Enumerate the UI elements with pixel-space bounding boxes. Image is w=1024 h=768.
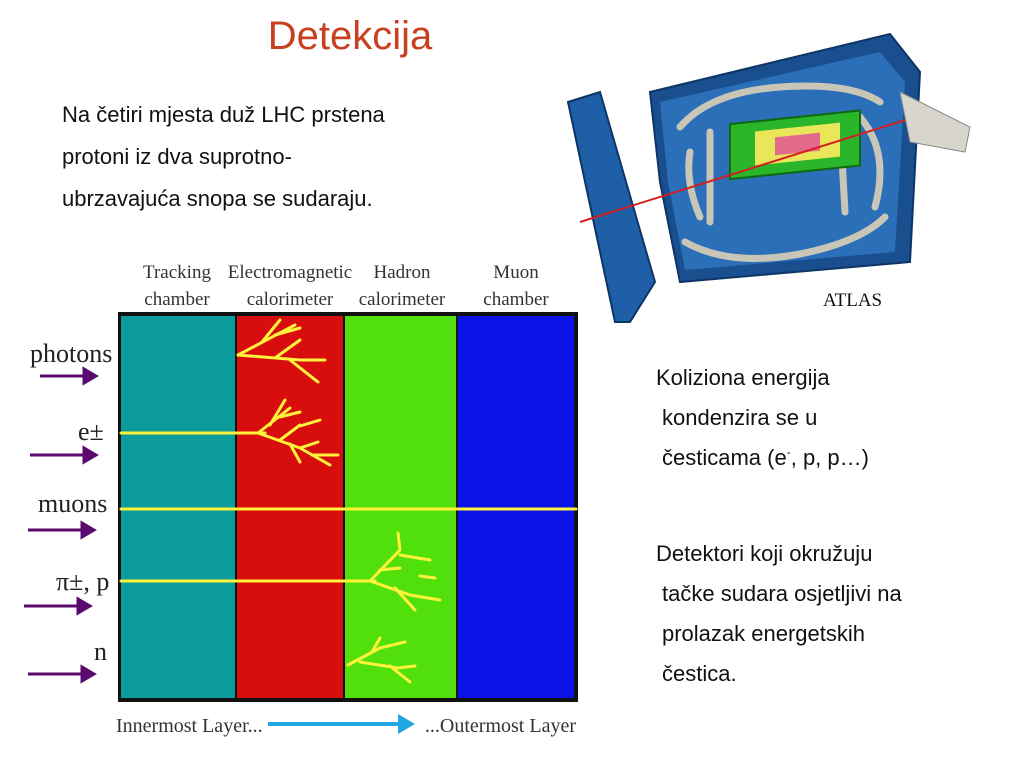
paragraph-text: , p, p…) <box>790 445 869 470</box>
innermost-layer-label: Innermost Layer... <box>116 715 263 737</box>
em-calorimeter-band <box>237 316 343 698</box>
muon-chamber-band <box>458 316 574 698</box>
hadron-calorimeter-band <box>345 316 456 698</box>
layer-header: calorimeter <box>247 289 334 310</box>
layer-header: Muon <box>493 262 539 283</box>
outermost-layer-label: ...Outermost Layer <box>425 715 576 737</box>
paragraph-line: kondenzira se u <box>662 405 818 430</box>
direction-arrow <box>268 714 415 734</box>
detectors-paragraph: Detektori koji okružuju tačke sudara osj… <box>656 534 902 694</box>
intro-line: Na četiri mjesta duž LHC prstena <box>62 102 385 127</box>
intro-line: ubrzavajuća snopa se sudaraju. <box>62 186 373 211</box>
paragraph-line: Koliziona energija <box>656 365 830 390</box>
collision-energy-paragraph: Koliziona energija kondenzira se u česti… <box>656 358 869 481</box>
layer-header: Electromagnetic <box>228 262 353 283</box>
particle-label: photons <box>30 339 112 368</box>
layer-header: Hadron <box>374 262 431 283</box>
particle-label: π±, p <box>56 567 109 596</box>
superscript-minus: - <box>786 445 791 459</box>
slide-title: Detekcija <box>267 14 433 58</box>
paragraph-line: čestica. <box>662 661 737 686</box>
intro-paragraph: Na četiri mjesta duž LHC prstena protoni… <box>62 94 502 220</box>
particle-label: e± <box>78 417 104 446</box>
paragraph-line: česticama (e-, p, p…) <box>656 438 869 481</box>
paragraph-line: Detektori koji okružuju <box>656 541 873 566</box>
detector-layers-diagram: Tracking chamber Electromagnetic calorim… <box>24 262 578 737</box>
particle-label: n <box>94 637 107 666</box>
paragraph-line: tačke sudara osjetljivi na <box>662 581 902 606</box>
atlas-detector-image <box>566 32 971 323</box>
tracking-chamber-band <box>121 316 235 698</box>
particle-label: muons <box>38 489 107 518</box>
intro-line: protoni iz dva suprotno- <box>62 144 292 169</box>
paragraph-line: prolazak energetskih <box>662 621 866 646</box>
layer-header: Tracking <box>143 262 211 283</box>
layer-header: chamber <box>483 289 549 310</box>
atlas-label: ATLAS <box>823 290 883 311</box>
layer-header: chamber <box>144 289 210 310</box>
layer-header: calorimeter <box>359 289 446 310</box>
paragraph-text: česticama (e <box>662 445 787 470</box>
